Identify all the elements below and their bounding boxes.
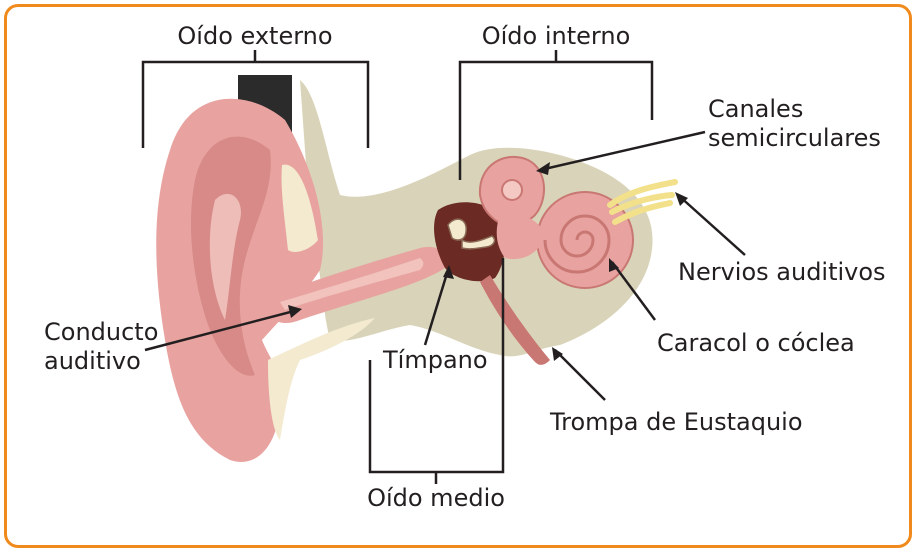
ossicles xyxy=(447,218,496,250)
arrow-nerves xyxy=(677,194,746,256)
label-canal-1: Conducto xyxy=(44,318,158,346)
arrow-cochlea xyxy=(610,261,657,321)
eustachian-tube xyxy=(480,275,550,365)
semicircular-hole xyxy=(501,179,523,201)
label-semicircular-2: semicirculares xyxy=(708,124,881,152)
label-eardrum: Tímpano xyxy=(382,346,488,374)
cartilage-upper xyxy=(281,164,318,252)
bracket-inner-ear xyxy=(458,50,654,180)
label-middle-ear: Oído medio xyxy=(367,484,505,512)
label-canal-2: auditivo xyxy=(44,347,141,375)
cartilage-lower xyxy=(268,318,375,440)
label-semicircular-1: Canales xyxy=(708,95,803,123)
arrow-semicircular xyxy=(539,130,706,172)
leader-lines xyxy=(144,130,746,401)
bracket-outer-ear xyxy=(141,50,370,148)
auricle-highlight xyxy=(209,193,241,320)
label-outer-ear: Oído externo xyxy=(177,22,332,50)
ear-canal-inner xyxy=(280,258,424,310)
arrow-eardrum xyxy=(423,269,450,346)
arrow-heads xyxy=(288,162,688,361)
label-eustachian: Trompa de Eustaquio xyxy=(549,408,803,436)
arrow-canal xyxy=(144,308,299,352)
auditory-nerves xyxy=(607,179,678,225)
label-cochlea: Caracol o cóclea xyxy=(657,329,855,357)
bracket-middle-ear xyxy=(368,258,505,484)
label-nerves: Nervios auditivos xyxy=(678,258,886,286)
vestibule xyxy=(496,213,545,260)
arrow-eustachian xyxy=(554,349,606,401)
label-inner-ear: Oído interno xyxy=(482,22,631,50)
